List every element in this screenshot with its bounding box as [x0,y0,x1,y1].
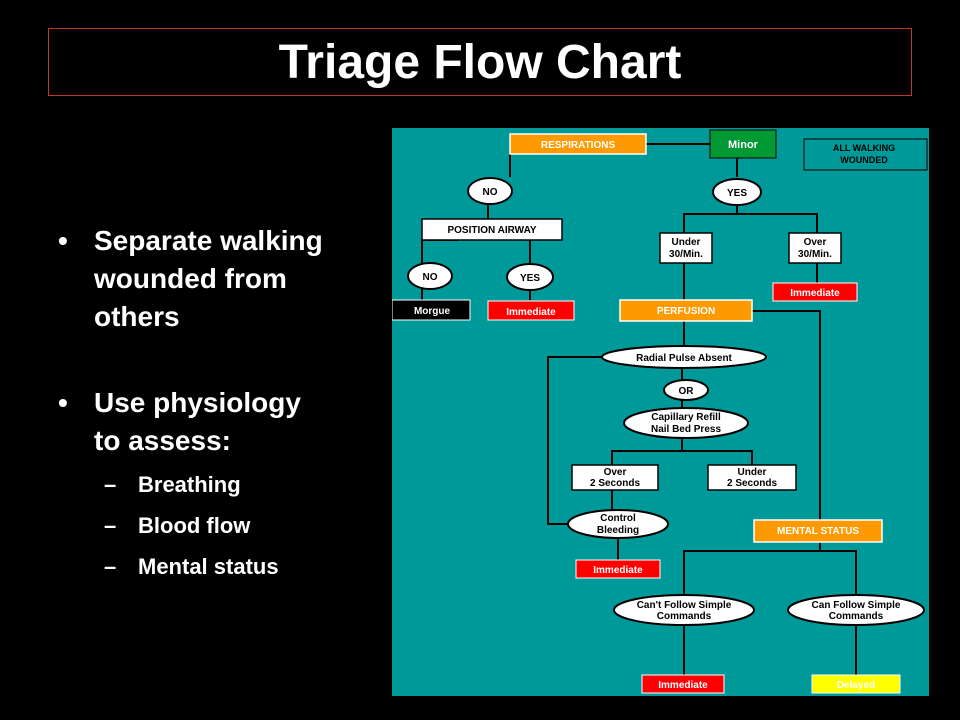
node-over-2-seconds: Over 2 Seconds [571,464,659,491]
node-under-30: Under 30/Min. [659,232,713,264]
node-yes-top: YES [712,178,762,206]
immediate-mental-label: Immediate [658,680,708,691]
bullet-dot: • [58,225,68,256]
node-yes-2: YES [506,263,554,291]
bullet-item: • Use physiology to assess: [58,384,378,460]
node-over-30: Over 30/Min. [788,232,842,264]
node-minor: Minor [709,129,777,159]
sub-bullet-text: Breathing [138,472,241,497]
node-cant-follow: Can't Follow Simple Commands [613,594,755,626]
node-can-follow: Can Follow Simple Commands [787,594,925,626]
control-label-2: Bleeding [597,525,639,536]
cap-label-1: Capillary Refill [651,412,721,423]
cant-label-1: Can't Follow Simple [637,600,732,611]
immediate-bleed-label: Immediate [593,565,643,576]
position-airway-label: POSITION AIRWAY [447,225,536,236]
cant-label-2: Commands [657,611,712,622]
node-immediate-resp: Immediate [772,282,858,302]
sub-bullet-item: –Blood flow [104,505,378,546]
node-position-airway: POSITION AIRWAY [421,218,563,241]
node-immediate-airway: Immediate [487,300,575,321]
node-delayed: Delayed [811,674,901,694]
mental-label: MENTAL STATUS [777,526,859,537]
node-mental-status: MENTAL STATUS [753,519,883,543]
bullet-line: wounded from [94,263,287,294]
bullet-dot: • [58,387,68,418]
over30-label-1: Over [804,237,827,248]
node-or: OR [663,379,709,401]
or-label: OR [679,386,695,397]
bullet-line: Use physiology [94,387,301,418]
under30-label-1: Under [672,237,701,248]
can-label-1: Can Follow Simple [812,600,901,611]
under2-label-1: Under [738,467,767,478]
radial-label: Radial Pulse Absent [636,353,732,364]
immediate-resp-label: Immediate [790,288,840,299]
node-no-top: NO [467,177,513,205]
node-under-2-seconds: Under 2 Seconds [707,464,797,491]
under2-label-2: 2 Seconds [727,478,777,489]
delayed-label: Delayed [837,680,875,691]
node-control-bleeding: Control Bleeding [567,509,669,539]
all-walking-label-1: ALL WALKING [833,143,895,153]
bullet-text: Use physiology to assess: [94,384,301,460]
bullet-list: • Separate walking wounded from others •… [58,222,378,587]
sub-bullet-text: Mental status [138,554,279,579]
node-radial-pulse: Radial Pulse Absent [601,345,767,369]
bullet-item: • Separate walking wounded from others [58,222,378,336]
over2-label-2: 2 Seconds [590,478,640,489]
can-label-2: Commands [829,611,884,622]
respirations-label: RESPIRATIONS [541,140,616,151]
over30-label-2: 30/Min. [798,249,832,260]
yes-2-label: YES [520,273,540,284]
node-morgue: Morgue [392,299,471,321]
node-respirations: RESPIRATIONS [509,133,647,155]
morgue-label: Morgue [414,306,451,317]
sub-bullet-text: Blood flow [138,513,251,538]
node-immediate-mental: Immediate [641,674,725,694]
bullet-line: to assess: [94,425,231,456]
bullet-text: Separate walking wounded from others [94,222,323,336]
under30-label-2: 30/Min. [669,249,703,260]
yes-top-label: YES [727,188,747,199]
bullet-line: Separate walking [94,225,323,256]
node-immediate-bleed: Immediate [575,559,661,579]
page-title: Triage Flow Chart [278,35,682,89]
all-walking-label-2: WOUNDED [840,155,888,165]
immediate-airway-label: Immediate [506,307,556,318]
flowchart-svg: RESPIRATIONS Minor ALL WALKING WOUNDED N… [392,129,928,694]
bullet-line: others [94,301,180,332]
cap-label-2: Nail Bed Press [651,424,721,435]
no-top-label: NO [483,187,498,198]
over2-label-1: Over [604,467,627,478]
connector-lines [421,143,857,676]
title-box: Triage Flow Chart [48,28,912,96]
sub-bullet-item: –Breathing [104,464,378,505]
node-capillary-refill: Capillary Refill Nail Bed Press [623,407,749,439]
perfusion-label: PERFUSION [657,306,715,317]
node-no-2: NO [407,262,453,290]
node-all-walking: ALL WALKING WOUNDED [803,138,928,171]
sub-bullet-list: –Breathing –Blood flow –Mental status [58,464,378,587]
triage-flowchart: RESPIRATIONS Minor ALL WALKING WOUNDED N… [392,128,929,696]
minor-label: Minor [728,139,759,151]
sub-bullet-item: –Mental status [104,546,378,587]
node-perfusion: PERFUSION [619,299,753,322]
no-2-label: NO [423,272,438,283]
control-label-1: Control [600,513,636,524]
